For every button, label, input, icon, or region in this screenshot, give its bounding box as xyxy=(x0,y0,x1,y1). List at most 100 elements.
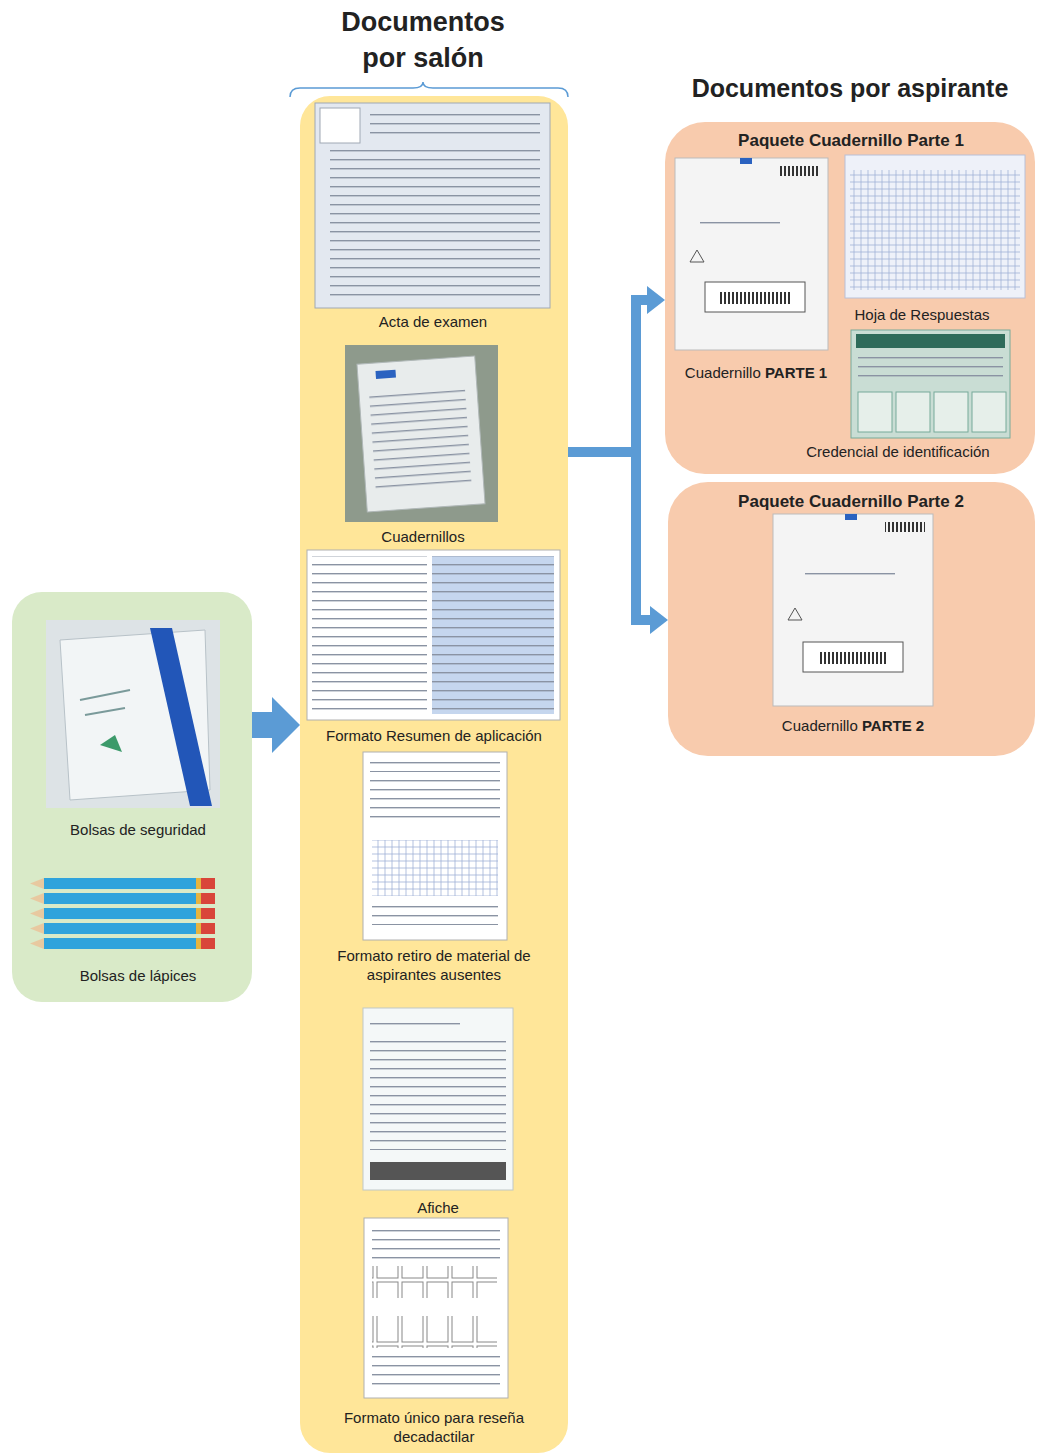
booklet-cover-image xyxy=(818,652,888,664)
fingerprint-form-image xyxy=(364,1218,508,1398)
exam-record-image xyxy=(315,103,550,308)
group-heading: Documentos por aspirante xyxy=(670,72,1030,104)
package-title: Paquete Cuadernillo Parte 1 xyxy=(676,130,1026,151)
id-card-image xyxy=(972,392,1006,432)
booklets-photo xyxy=(357,356,485,512)
id-card-image xyxy=(856,334,1005,348)
pencils-photo xyxy=(201,938,215,949)
summary-form-image xyxy=(432,556,554,714)
text-run: Afiche xyxy=(417,1199,459,1216)
absent-form-image xyxy=(372,840,498,896)
column-heading: Documentos por salón xyxy=(323,4,523,76)
absent-form-image xyxy=(370,780,500,820)
pencils-photo xyxy=(201,878,215,889)
answer-sheet-image xyxy=(845,155,1025,298)
exam-record-image xyxy=(330,150,540,300)
text-run: Paquete Cuadernillo Parte 1 xyxy=(738,131,964,150)
room-documents-box: Documentos por salónActa de examenCuader… xyxy=(300,96,568,1453)
security-bags-photo xyxy=(100,735,122,752)
text-run: Acta de examen xyxy=(379,313,487,330)
security-bags-photo xyxy=(46,620,220,808)
caption: Formato único para reseña decadactilar xyxy=(339,1408,529,1446)
caption: Cuadernillo PARTE 1 xyxy=(671,363,841,382)
text-run: Bolsas de lápices xyxy=(80,967,197,984)
text-run: PARTE 2 xyxy=(862,717,924,734)
id-card-image xyxy=(858,352,1003,382)
exam-record-image xyxy=(320,108,360,143)
poster-image xyxy=(363,1008,513,1190)
fingerprint-form-image xyxy=(372,1266,497,1298)
pencils-photo xyxy=(201,923,215,934)
pencils-photo xyxy=(44,908,200,919)
caption: Bolsas de seguridad xyxy=(28,820,248,839)
booklets-photo xyxy=(345,345,498,522)
id-card-image xyxy=(851,330,1010,438)
caption: Credencial de identificación xyxy=(778,442,1018,461)
security-bags-photo xyxy=(150,628,212,806)
absent-form-image xyxy=(363,752,507,940)
id-card-image xyxy=(934,392,968,432)
text-run: Formato único para reseña decadactilar xyxy=(344,1409,524,1445)
booklets-photo xyxy=(345,345,498,522)
absent-form-image xyxy=(372,905,498,925)
package-box: Paquete Cuadernillo Parte 1 Cuadernillo P… xyxy=(665,122,1035,474)
supplies-box: Bolsas de seguridadBolsas de lápices xyxy=(12,592,252,1002)
pencils-photo xyxy=(196,938,201,949)
pencils-photo xyxy=(196,878,201,889)
booklet-cover-image xyxy=(690,250,704,262)
text-run: Cuadernillo xyxy=(782,717,862,734)
poster-image xyxy=(370,1040,506,1150)
text-run: Cuadernillo xyxy=(685,364,765,381)
pencils-photo xyxy=(44,938,200,949)
caption: Bolsas de lápices xyxy=(28,966,248,985)
pencils-photo xyxy=(44,893,200,904)
caption: Afiche xyxy=(338,1198,538,1217)
pencils-photo xyxy=(196,908,201,919)
booklets-photo xyxy=(369,387,472,493)
exam-record-image xyxy=(315,103,550,308)
poster-image xyxy=(363,1008,513,1190)
pencils-photo xyxy=(201,893,215,904)
exam-record-image xyxy=(370,112,540,140)
text-run: Paquete Cuadernillo Parte 2 xyxy=(738,492,964,511)
caption: Cuadernillos xyxy=(323,527,523,546)
id-card-image xyxy=(896,392,930,432)
fingerprint-form-image xyxy=(372,1356,500,1392)
fingerprint-form-image xyxy=(372,1316,497,1348)
summary-form-image xyxy=(307,550,560,720)
text-run: Hoja de Respuestas xyxy=(854,306,989,323)
booklet-cover-image xyxy=(700,215,780,225)
pencils-photo xyxy=(44,923,200,934)
fingerprint-form-image xyxy=(372,1224,500,1260)
fingerprint-form-image xyxy=(364,1218,508,1398)
booklet-cover-image xyxy=(845,514,857,520)
text-run: PARTE 1 xyxy=(765,364,827,381)
booklet-cover-image xyxy=(675,158,828,350)
summary-form-image xyxy=(312,556,427,714)
package-title: Paquete Cuadernillo Parte 2 xyxy=(676,491,1026,512)
booklet-cover-image xyxy=(805,572,895,582)
pencils-photo xyxy=(196,923,201,934)
package-box: Paquete Cuadernillo Parte 2 Cuadernillo P… xyxy=(668,482,1035,756)
poster-image xyxy=(370,1162,506,1180)
booklet-cover-image xyxy=(780,166,820,176)
id-card-image xyxy=(858,392,892,432)
caption: Acta de examen xyxy=(308,312,558,331)
answer-sheet-image xyxy=(850,170,1020,290)
flow-arrow xyxy=(252,712,272,738)
booklets-photo xyxy=(375,370,396,379)
absent-form-image xyxy=(370,758,500,772)
caption: Formato Resumen de aplicación xyxy=(302,726,566,745)
booklet-cover-image xyxy=(705,282,805,312)
booklet-cover-image xyxy=(803,642,903,672)
summary-form-image xyxy=(432,556,554,714)
summary-form-image xyxy=(307,550,560,720)
text-run: Formato retiro de material de aspirantes… xyxy=(337,947,530,983)
id-card-image xyxy=(851,330,1010,438)
poster-image xyxy=(370,1016,460,1032)
booklets-photo xyxy=(357,356,485,512)
security-bags-photo xyxy=(46,620,220,808)
text-run: Documentos por salón xyxy=(341,7,505,73)
